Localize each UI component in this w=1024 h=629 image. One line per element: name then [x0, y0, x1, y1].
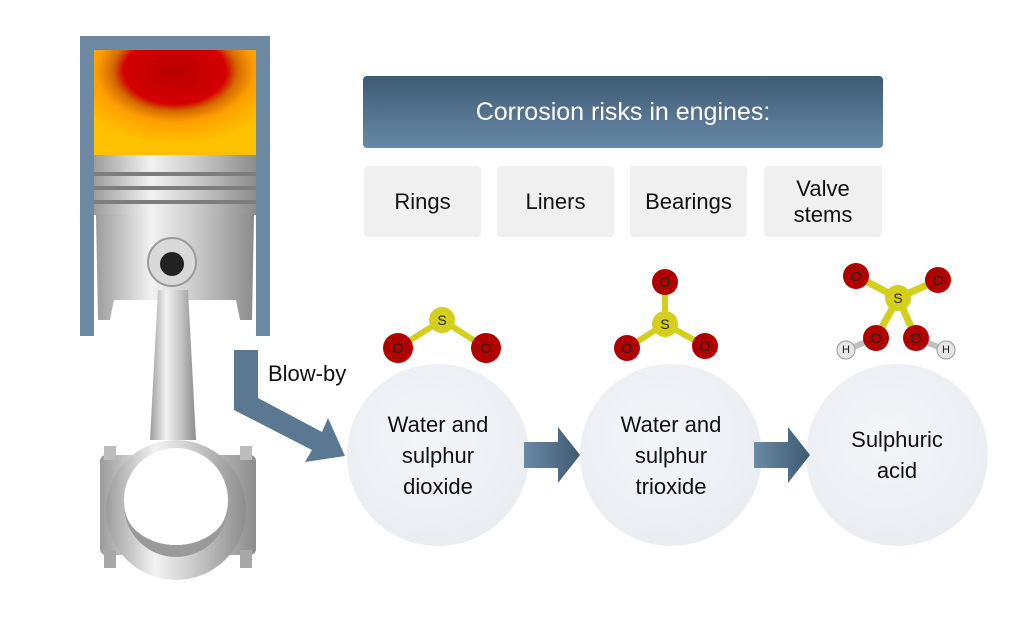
- piston: [94, 155, 256, 320]
- oxygen-atom: [471, 333, 501, 363]
- h2so4-molecule: S O O O O H H: [836, 263, 956, 360]
- cylinder-wall: [80, 36, 270, 336]
- atom-label: S: [660, 316, 669, 332]
- oxygen-atom: [383, 333, 413, 363]
- atom-label: O: [481, 340, 492, 356]
- oxygen-atom: [863, 325, 889, 351]
- atom-label: O: [933, 272, 944, 288]
- atom-label: O: [851, 268, 862, 284]
- so3-molecule: S O O O: [614, 269, 718, 361]
- sulphur-atom: [429, 307, 455, 333]
- oxygen-atom: [903, 325, 929, 351]
- blowby-label: Blow-by: [268, 361, 347, 386]
- stage-sulphur-trioxide: Water and sulphur trioxide: [580, 364, 762, 546]
- atom-label: S: [893, 290, 902, 306]
- atom-label: S: [437, 312, 446, 328]
- oxygen-atom: [843, 263, 869, 289]
- stage-sulphuric-acid: Sulphuric acid: [806, 364, 988, 546]
- stage-sulphur-dioxide: Water and sulphur dioxide: [347, 364, 529, 546]
- sulphur-atom: [652, 311, 678, 337]
- flow-arrow-2: [754, 427, 810, 483]
- corrosion-risks-header: Corrosion risks in engines:: [363, 76, 883, 148]
- oxygen-atom: [614, 335, 640, 361]
- part-rings: Rings: [364, 166, 481, 237]
- sulphur-atom: [885, 285, 911, 311]
- engine-piston-illustration: [80, 36, 345, 580]
- atom-label: O: [911, 330, 922, 346]
- blowby-arrow[interactable]: [234, 350, 345, 462]
- so2-molecule: S O O: [383, 307, 501, 363]
- part-bearings: Bearings: [630, 166, 747, 237]
- oxygen-atom: [652, 269, 678, 295]
- atom-label: O: [871, 330, 882, 346]
- atom-label: O: [622, 340, 633, 356]
- atom-label: H: [942, 344, 950, 356]
- combustion-flame: [94, 50, 256, 155]
- part-valve-stems: Valve stems: [764, 166, 882, 237]
- oxygen-atom: [925, 267, 951, 293]
- atom-label: O: [660, 274, 671, 290]
- part-liners: Liners: [497, 166, 614, 237]
- atom-label: H: [842, 344, 850, 356]
- atom-label: O: [700, 338, 711, 354]
- atom-label: O: [393, 340, 404, 356]
- hydrogen-atom: [836, 340, 856, 360]
- hydrogen-atom: [936, 340, 956, 360]
- flow-arrow-1: [524, 427, 580, 483]
- oxygen-atom: [692, 333, 718, 359]
- connecting-rod: [100, 290, 256, 580]
